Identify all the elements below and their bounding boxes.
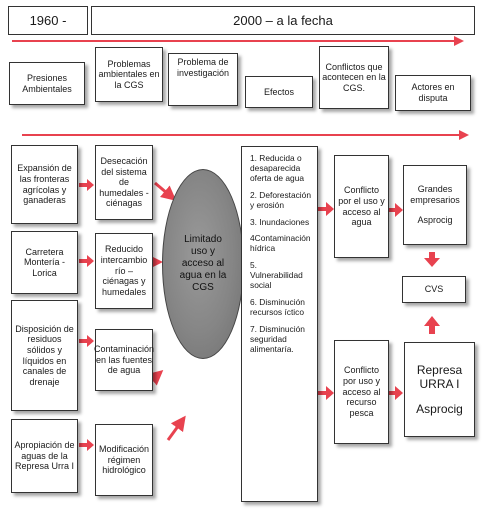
effect-item: 7. Disminución seguridad alimentaría. <box>250 323 305 354</box>
effect-item: 2. Deforestación y erosión <box>250 189 311 210</box>
problem-label: Modificación régimen hidrológico <box>98 444 150 476</box>
block-arrow-effects-to-conflict-1 <box>318 202 334 216</box>
pressure-label: Carretera Montería - Lorica <box>23 246 65 278</box>
timeline-start: 1960 - <box>8 6 88 35</box>
problem-label: Contaminación en las fuentes de agua <box>93 344 155 376</box>
actor-box-group2: Represa URRA I Asprocig <box>404 342 475 437</box>
block-arrow-pressure-1 <box>79 179 94 191</box>
arrow-problem-4-to-core <box>166 415 186 441</box>
header-label: Problema de investigación <box>176 57 230 78</box>
research-problem-ellipse: Limitado uso y acceso al agua en la CGS <box>162 169 244 359</box>
header-label: Conflictos que acontecen en la CGS. <box>322 61 386 93</box>
actor-label: Asprocig <box>417 215 453 226</box>
problem-box: Reducido intercambio río – ciénagas y hu… <box>95 233 153 309</box>
header-problemas: Problemas ambientales en la CGS <box>95 47 163 102</box>
pressure-label: Expansión de las fronteras agrícolas y g… <box>17 163 72 206</box>
header-presiones: Presiones Ambientales <box>9 62 85 105</box>
header-label: Efectos <box>263 86 294 97</box>
header-label: Problemas ambientales en la CGS <box>98 58 160 90</box>
header-label: Actores en disputa <box>411 82 455 103</box>
header-actores: Actores en disputa <box>395 75 471 111</box>
block-arrow-conflict-2-to-actors <box>387 386 403 400</box>
arrow-group1-to-cvs <box>424 252 440 267</box>
arrow-group2-to-cvs <box>424 316 440 334</box>
effect-item: 6. Disminución recursos íctico <box>250 296 305 317</box>
actor-box-cvs: CVS <box>402 276 466 303</box>
header-problema-investigacion: Problema de investigación <box>168 53 238 106</box>
pressure-box: Carretera Montería - Lorica <box>11 231 78 294</box>
block-arrow-pressure-3 <box>79 335 94 347</box>
actor-label: Represa URRA I <box>416 362 463 392</box>
pressure-box: Expansión de las fronteras agrícolas y g… <box>11 145 78 224</box>
effect-item: 1. Reducida o desaparecida oferta de agu… <box>250 153 305 183</box>
arrow-problem-3-to-core <box>147 370 164 386</box>
pressure-box: Disposición de residuos sólidos y líquid… <box>11 300 78 411</box>
effect-item: 3. Inundaciones <box>250 216 310 227</box>
conflict-label: Conflicto por uso y acceso al recurso pe… <box>342 365 381 418</box>
conflict-box-water: Conflicto por el uso y acceso al agua <box>334 155 389 258</box>
block-arrow-pressure-4 <box>79 439 94 451</box>
header-conflictos: Conflictos que acontecen en la CGS. <box>319 46 389 109</box>
timeline-start-label: 1960 - <box>29 12 67 28</box>
conflict-box-fishing: Conflicto por uso y acceso al recurso pe… <box>334 340 389 444</box>
actor-label: CVS <box>424 284 444 295</box>
arrow-problem-1-to-core <box>154 181 177 201</box>
block-arrow-pressure-2 <box>79 255 94 267</box>
pressure-label: Apropiación de aguas de la Represa Urra … <box>14 440 75 472</box>
effect-item: 4Contaminación hídrica <box>250 233 311 254</box>
timeline-end-label: 2000 – a la fecha <box>233 12 333 28</box>
pressure-label: Disposición de residuos sólidos y líquid… <box>15 323 74 387</box>
problem-label: Reducido intercambio río – ciénagas y hu… <box>100 244 148 297</box>
header-label: Presiones Ambientales <box>22 72 72 94</box>
problem-box: Desecación del sistema de humedales - ci… <box>95 145 153 220</box>
timeline-end: 2000 – a la fecha <box>91 6 475 35</box>
conflict-label: Conflicto por el uso y acceso al agua <box>338 185 385 228</box>
effect-item: 5. Vulnerabilidad social <box>250 260 303 291</box>
block-arrow-effects-to-conflict-2 <box>318 386 334 400</box>
problem-box: Contaminación en las fuentes de agua <box>93 329 155 391</box>
actor-box-group1: Grandes empresarios Asprocig <box>403 165 467 245</box>
actor-label: Grandes empresarios <box>410 184 460 205</box>
actor-label: Asprocig <box>416 401 463 416</box>
block-arrow-conflict-1-to-actors <box>387 203 403 217</box>
effects-list: 1. Reducida o desaparecida oferta de agu… <box>241 146 318 502</box>
research-problem-label: Limitado uso y acceso al agua en la CGS <box>179 234 227 293</box>
pressure-box: Apropiación de aguas de la Represa Urra … <box>11 419 78 493</box>
problem-box: Modificación régimen hidrológico <box>95 424 153 496</box>
problem-label: Desecación del sistema de humedales - ci… <box>99 155 149 209</box>
header-efectos: Efectos <box>245 76 313 108</box>
